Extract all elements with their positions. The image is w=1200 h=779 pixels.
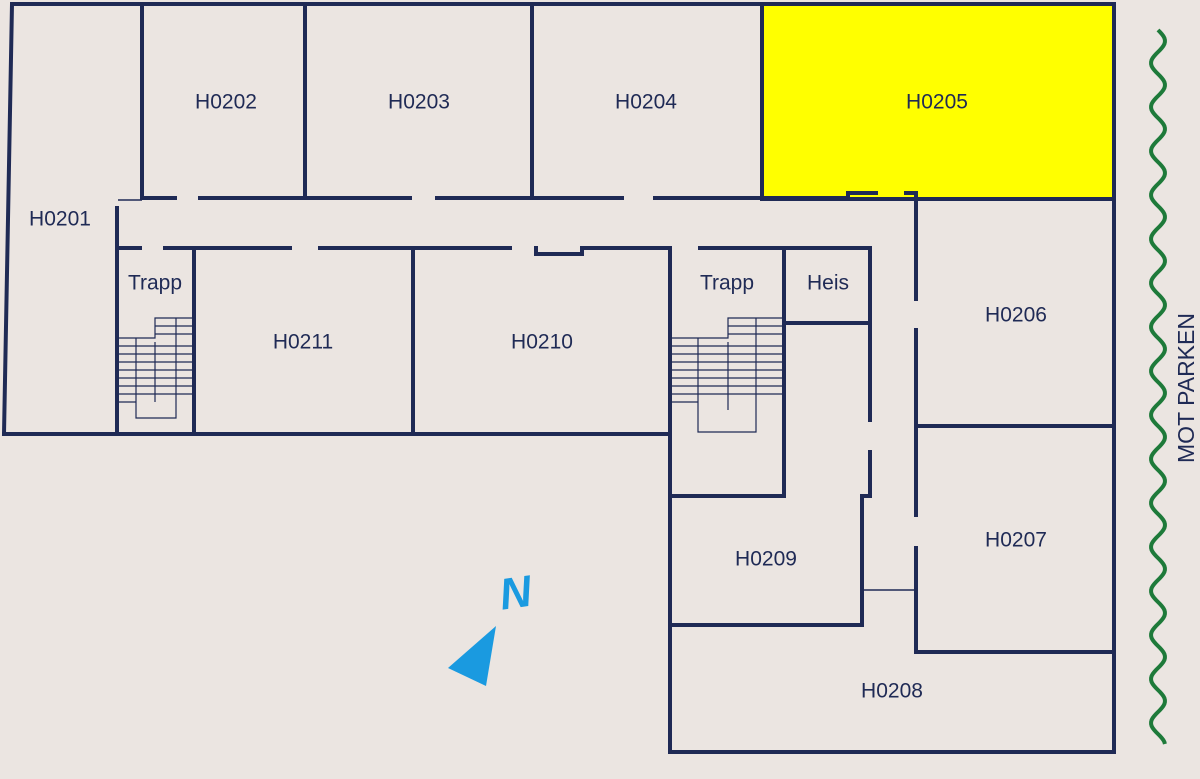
wall-elevator-east xyxy=(860,246,872,626)
room-h0210-label: H0210 xyxy=(511,331,573,354)
room-h0201-label: H0201 xyxy=(29,208,91,231)
room-h0208-label: H0208 xyxy=(861,680,923,703)
north-label: N xyxy=(496,567,535,620)
corridor-south-wall xyxy=(116,246,872,256)
stair-right-label: Trapp xyxy=(700,272,754,295)
corridor-north-wall xyxy=(140,191,918,297)
triangle-arrow-icon xyxy=(448,626,496,686)
stair-left-label: Trapp xyxy=(128,272,182,295)
room-h0203-label: H0203 xyxy=(388,91,450,114)
park-direction-label: MOT PARKEN xyxy=(1173,313,1199,463)
room-h0202-label: H0202 xyxy=(195,91,257,114)
room-h0205-fill[interactable] xyxy=(762,4,1114,199)
room-h0206-label: H0206 xyxy=(985,304,1047,327)
stair-right-drawing xyxy=(672,317,782,433)
room-h0205-label: H0205 xyxy=(906,91,968,114)
room-h0211-label: H0211 xyxy=(273,331,333,354)
room-h0209-label: H0209 xyxy=(735,548,797,571)
elevator-label: Heis xyxy=(807,272,849,295)
room-h0204-label: H0204 xyxy=(615,91,677,114)
wavy-line-icon xyxy=(1149,28,1167,745)
stair-left-drawing xyxy=(118,317,192,419)
room-h0207-label: H0207 xyxy=(985,529,1047,552)
